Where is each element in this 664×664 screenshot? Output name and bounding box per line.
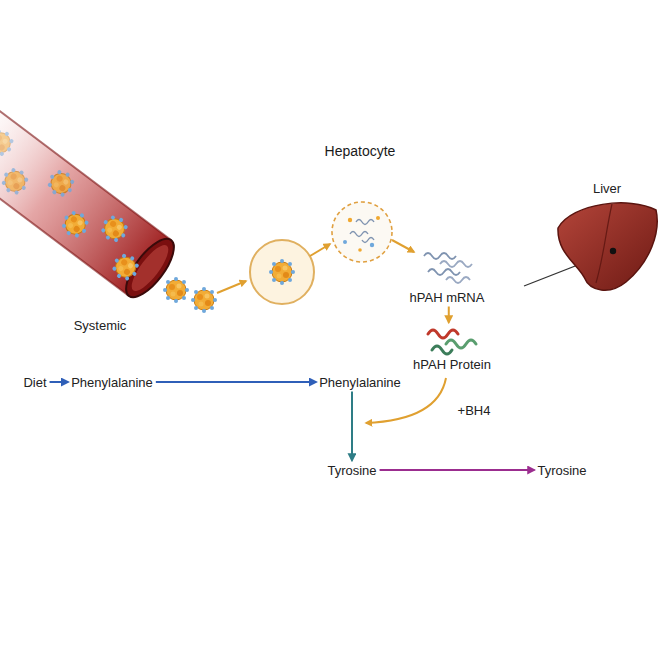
release-arrow (310, 244, 330, 256)
released-cargo (332, 202, 392, 262)
flow-arrow (156, 381, 316, 383)
cofactor-label: +BH4 (458, 403, 491, 418)
cell-outline (190, 170, 530, 510)
metabolite-label: Phenylalanine (71, 375, 153, 390)
source-label: Diet (23, 375, 46, 390)
hepatocyte-cell: HepatocytePhenylalaninehPAH mRNAhPAH Pro… (188, 168, 532, 512)
node-text: Diet (23, 375, 46, 390)
node-text: hPAH Protein (413, 357, 491, 372)
node-text: Phenylalanine (71, 375, 153, 390)
nanoparticle (191, 287, 217, 313)
metabolite-label: Tyrosine (537, 463, 586, 478)
cell-heading: Hepatocyte (188, 144, 532, 159)
blood-vessel (0, 96, 182, 305)
mrna-label: hPAH mRNA (410, 246, 485, 305)
translation-arrow (392, 240, 414, 252)
nanoparticle (269, 259, 295, 285)
flow-arrow (50, 381, 69, 383)
metabolite-label: Tyrosine (327, 463, 376, 478)
flow-arrow (380, 469, 535, 471)
protein-label: hPAH Protein (413, 325, 491, 372)
flow-arrow (351, 392, 353, 461)
protein-helix (428, 330, 476, 354)
cell-membrane (188, 168, 532, 512)
nanoparticle (163, 277, 189, 303)
mrna-strands (424, 253, 472, 283)
endosome (250, 240, 314, 304)
node-text: Phenylalanine (319, 375, 401, 390)
node-text: Tyrosine (537, 463, 586, 478)
liver-organ (558, 203, 657, 290)
region-label: Systemic (74, 318, 127, 333)
flow-arrow (448, 307, 450, 323)
node-text: Tyrosine (327, 463, 376, 478)
organ-label: Liver (593, 181, 621, 196)
node-text: hPAH mRNA (410, 290, 485, 305)
uptake-arrow (217, 281, 246, 293)
metabolite-label: Phenylalanine (319, 375, 401, 390)
